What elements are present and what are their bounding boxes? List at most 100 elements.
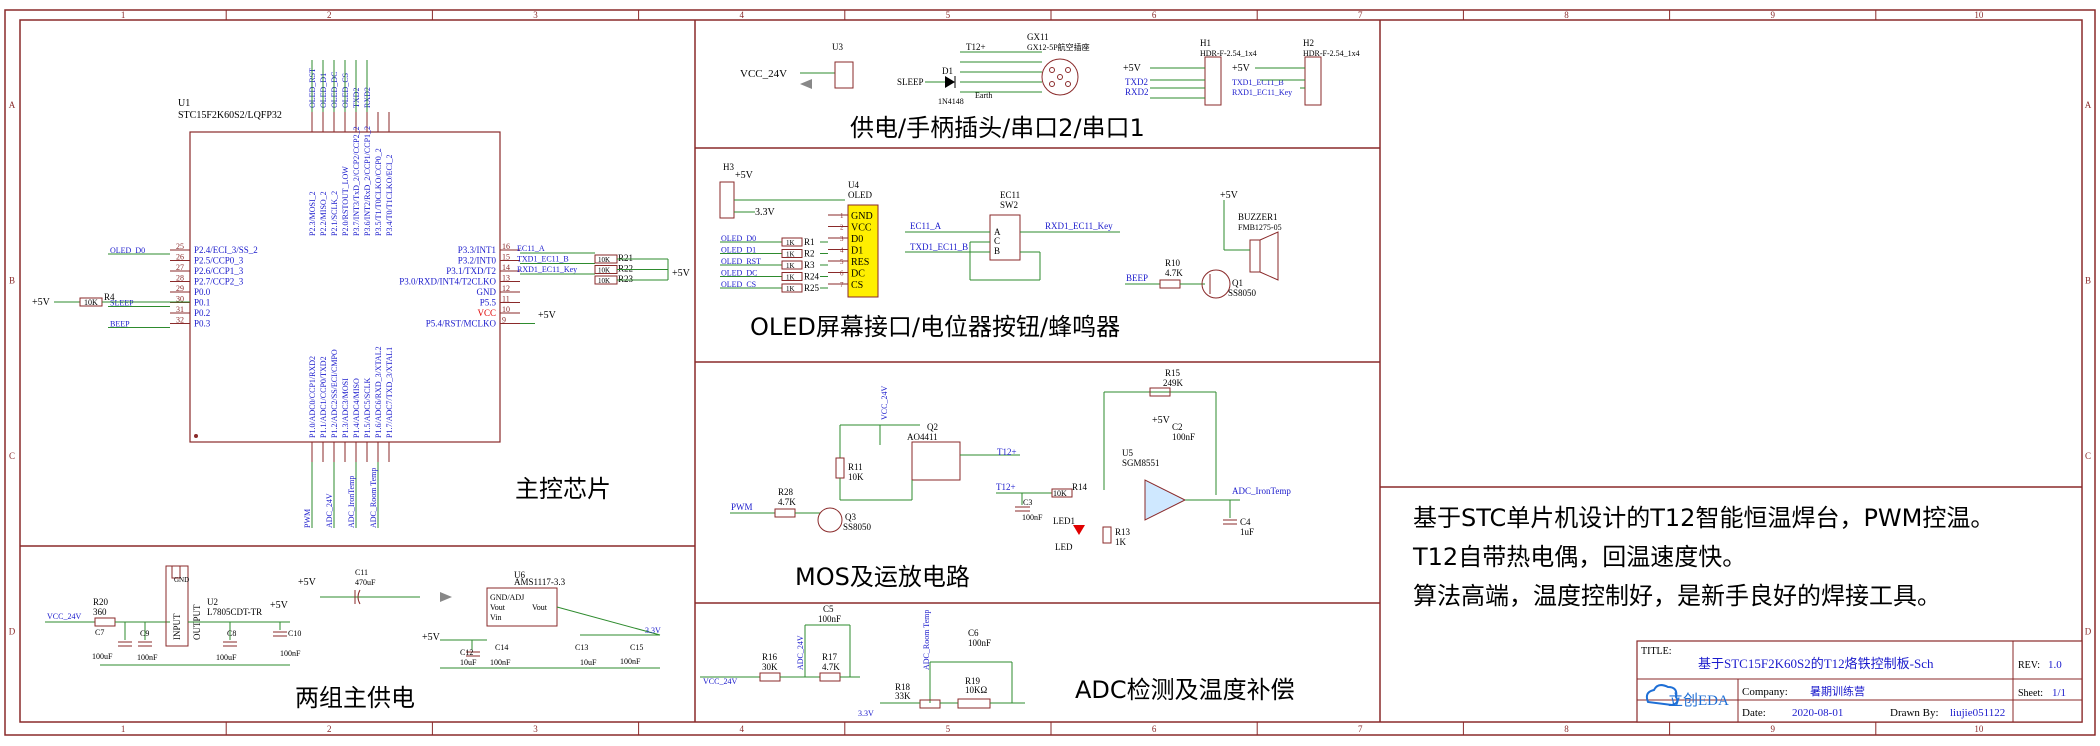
- oled-pin-num: 5: [840, 258, 844, 266]
- u1-pin-num: 25: [176, 242, 184, 251]
- grid-col-bottom-10: 10: [1974, 724, 1984, 734]
- h2-part: HDR-F-2.54_1x4: [1303, 49, 1360, 58]
- c8-value: 100uF: [216, 653, 237, 662]
- description-block: 基于STC单片机设计的T12智能恒温焊台，PWM控温。 T12自带热电偶，回温速…: [1412, 504, 1994, 610]
- rev-label: REV:: [2018, 660, 2040, 671]
- oled-plus5: +5V: [735, 170, 754, 181]
- c3-ref: C3: [1023, 498, 1032, 507]
- r17-ref: R17: [822, 652, 838, 662]
- grid-col-top-7: 7: [1358, 10, 1363, 20]
- svg-text:B: B: [994, 246, 1000, 256]
- u2-pin-input: INPUT: [172, 613, 182, 640]
- grid-col-top-2: 2: [327, 10, 332, 20]
- r28-value: 4.7K: [778, 497, 796, 507]
- grid-col-bottom-6: 6: [1152, 724, 1157, 734]
- u1-pin-name: P0.1: [194, 298, 210, 308]
- q1-ref: Q1: [1232, 278, 1243, 288]
- grid-row-right-B: B: [2085, 275, 2091, 285]
- grid-col-bottom-3: 3: [533, 724, 538, 734]
- u1-top-pin-name: P2.3/MOSI_2: [308, 191, 317, 236]
- power-supply-block: VCC_24V R20 360 C7 100uF C9 100nF INPUT …: [45, 565, 661, 712]
- r18-symbol: [919, 699, 941, 709]
- r15-value: 249K: [1163, 378, 1184, 388]
- u6-pin-gnd: GND/ADJ: [490, 593, 524, 602]
- u1-bottom-net-label: ADC_Room Temp: [369, 468, 378, 528]
- u1-pin-name: P5.5: [480, 298, 497, 308]
- mos-pwm-net: PWM: [731, 502, 753, 512]
- u1-pin-num: 31: [176, 305, 184, 314]
- sheet-label: Sheet:: [2018, 688, 2043, 699]
- u1-pin-num: 32: [176, 316, 184, 325]
- u1-pin-num: 29: [176, 284, 184, 293]
- grid-col-bottom-7: 7: [1358, 724, 1363, 734]
- u5-opamp: [1144, 479, 1187, 521]
- ec11-body: [989, 214, 1021, 261]
- c11-value: 470uF: [355, 578, 376, 587]
- opamp-plus5: +5V: [1152, 415, 1171, 426]
- mos-block: VCC_24V Q2 AO4411 R11 10K T12+ PWM R28 4…: [730, 368, 1291, 591]
- oled-pin-name: VCC: [851, 223, 872, 234]
- u1-pin-num: 12: [502, 284, 510, 293]
- u1-pin-name: P2.7/CCP2_3: [194, 277, 244, 287]
- grid-col-bottom-5: 5: [946, 724, 951, 734]
- buzzer-part: FMB1275-05: [1238, 223, 1282, 232]
- grid-col-top-1: 1: [121, 10, 126, 20]
- u6-ref: U6: [514, 570, 525, 580]
- adc-net-room: ADC_Room Temp: [922, 610, 931, 670]
- u1-bottom-pin-name: P1.7/ADC7/TXD_3/XTAL1: [385, 347, 394, 438]
- h1-net-5v: +5V: [1123, 63, 1142, 74]
- oled-resistor-ref: R3: [804, 260, 815, 270]
- u1-pin-name: P2.4/ECI_3/SS_2: [194, 245, 258, 255]
- r13-value: 1K: [1115, 537, 1127, 547]
- grid-row-right-D: D: [2085, 626, 2092, 636]
- oled-resistor-ref: R25: [804, 283, 820, 293]
- u1-pin-name: P3.3/INT1: [458, 245, 496, 255]
- ps-plus5-a: +5V: [270, 600, 289, 611]
- u1-top-pin-name: P3.5/T1/T0CLKO/CCP0_2: [374, 148, 383, 236]
- u1-part: STC15F2K60S2/LQFP32: [178, 110, 282, 121]
- ps-vcc24-net: VCC_24V: [47, 612, 81, 621]
- c2-ref: C2: [1172, 422, 1183, 432]
- oled-resistor-ref: R1: [804, 237, 815, 247]
- oled-resistor-value: 1K: [786, 285, 795, 293]
- mos-t12-a: T12+: [997, 447, 1017, 457]
- oled-resistor-value: 1K: [786, 239, 795, 247]
- u6-pin-vout: Vout: [490, 603, 506, 612]
- grid-col-top-4: 4: [739, 10, 744, 20]
- u2-ref: U2: [207, 597, 218, 607]
- c6-ref: C6: [968, 628, 979, 638]
- ec11-net-a: EC11_A: [910, 221, 942, 231]
- c12-value: 10uF: [460, 658, 477, 667]
- buzzer-plus5: +5V: [1220, 190, 1239, 201]
- u1-bottom-pin-name: P1.4/ADC4/MISO: [352, 378, 361, 438]
- resistor-ref: R23: [618, 274, 634, 284]
- description-line-1: 基于STC单片机设计的T12智能恒温焊台，PWM控温。: [1413, 504, 1994, 532]
- c7-ref: C7: [95, 628, 104, 637]
- oled-pin-num: 7: [840, 281, 844, 289]
- ps-plus5-c: +5V: [422, 632, 441, 643]
- u1-top-pin-name: P3.7/INT3/TxD_2/CCP2/CCP2_2: [352, 126, 361, 236]
- q3-ref: Q3: [845, 512, 856, 522]
- drawn-value: liujie051122: [1950, 707, 2005, 719]
- r13-ref: R13: [1115, 527, 1131, 537]
- h3-ref: H3: [723, 162, 734, 172]
- buzzer-beep-net: BEEP: [1126, 273, 1148, 283]
- q2-part: AO4411: [907, 432, 938, 442]
- adc-net-24v: ADC_24V: [796, 635, 805, 670]
- u1-net-label: EC11_A: [517, 244, 545, 253]
- u1-net-label: OLED_D0: [110, 246, 145, 255]
- lceda-logo-text: 立创EDA: [1668, 692, 1729, 709]
- r19-value: 10KΩ: [965, 685, 987, 695]
- u1-pin-name: P3.2/INT0: [458, 256, 497, 266]
- u1-net-label: TXD1_EC11_B: [517, 255, 569, 264]
- h3-body: [719, 181, 735, 219]
- r16-ref: R16: [762, 652, 778, 662]
- u1-pin-name: GND: [477, 287, 497, 297]
- socket-block: VCC_24V U3 T12+ GX11 GX12-5P航空插座 SLEEP D…: [740, 32, 1360, 142]
- u1-top-pin-name: P3.6/INT2/RxD_2/CCP1/CCP1_2: [363, 126, 372, 236]
- ec11-ref: EC11: [1000, 190, 1020, 200]
- u1-pin-num: 27: [176, 263, 184, 272]
